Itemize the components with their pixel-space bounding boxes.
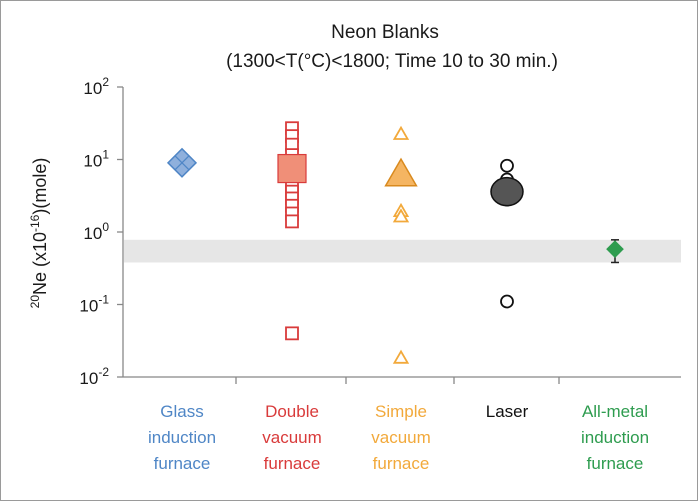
category-label: vacuum [371, 428, 431, 447]
category-label: Laser [486, 402, 529, 421]
data-points [166, 121, 624, 364]
y-tick-label: 10-2 [79, 365, 109, 388]
data-point [392, 349, 410, 364]
category-label: All-metal [582, 402, 648, 421]
data-point [392, 125, 410, 140]
category-label: furnace [264, 454, 321, 473]
y-tick-label: 100 [83, 220, 109, 243]
category-label: Simple [375, 402, 427, 421]
y-axis: 102 101 100 10-1 10-2 [79, 75, 681, 388]
category-label: induction [148, 428, 216, 447]
data-point [285, 214, 299, 229]
mean-marker-detail [174, 155, 190, 171]
data-point [392, 208, 410, 223]
data-point [285, 326, 299, 341]
category-label: Glass [160, 402, 203, 421]
data-point [500, 294, 514, 309]
y-tick-label: 10-1 [79, 293, 109, 316]
y-axis-label: 20Ne (x10-16)(mole) [28, 158, 50, 309]
y-tick-label: 102 [83, 75, 109, 98]
chart-title: Neon Blanks [331, 22, 439, 43]
shaded-band [124, 239, 681, 263]
mean-marker [384, 157, 418, 187]
mean-marker [490, 176, 524, 207]
mean-marker [277, 153, 307, 184]
chart-subtitle: (1300<T(°C)<1800; Time 10 to 30 min.) [226, 51, 558, 72]
y-tick-label: 101 [83, 148, 109, 171]
x-axis-categories: Glass induction furnace Double vacuum furnace… [148, 402, 649, 473]
category-label: vacuum [262, 428, 322, 447]
category-label: furnace [587, 454, 644, 473]
category-label: induction [581, 428, 649, 447]
mean-marker [606, 240, 624, 258]
reference-band [124, 239, 681, 263]
category-label: Double [265, 402, 319, 421]
category-label: furnace [154, 454, 211, 473]
category-label: furnace [373, 454, 430, 473]
data-point [500, 158, 514, 173]
